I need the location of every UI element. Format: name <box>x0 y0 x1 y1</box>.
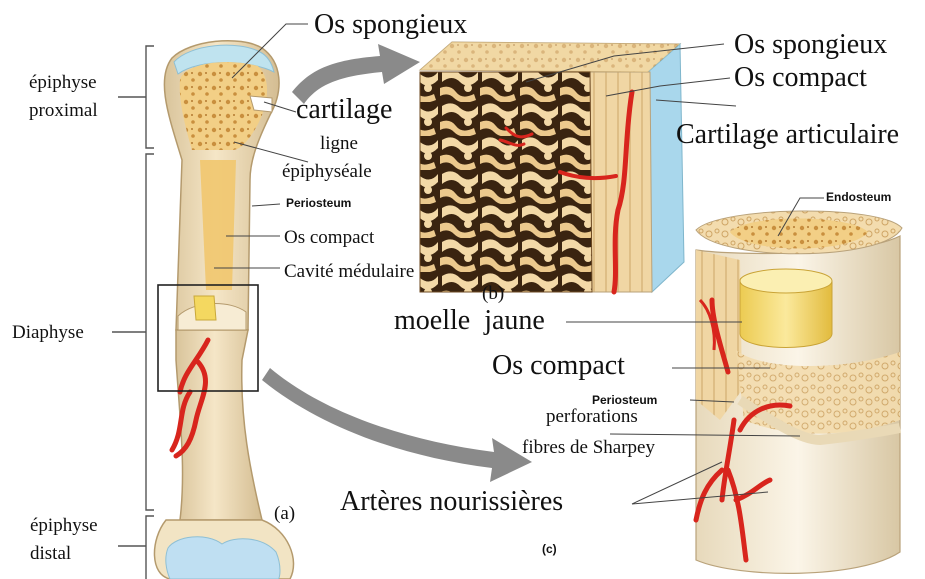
left-brackets <box>112 46 154 579</box>
endosteum-label: Endosteum <box>826 191 891 203</box>
os-spongieux-label-b: Os spongieux <box>734 31 887 59</box>
ligne-epiphyseale-label-line1: ligne <box>320 134 358 153</box>
epiphyse-distal-label-line1: épiphyse <box>30 516 98 535</box>
epiphyse-proximal-label-line2: proximal <box>29 101 98 120</box>
epiphyse-distal-label-line2: distal <box>30 544 71 563</box>
diaphyse-label: Diaphyse <box>12 323 84 342</box>
cartilage-articulaire-label: Cartilage articulaire <box>676 121 899 149</box>
panel-b-label: (b) <box>482 284 504 303</box>
long-bone-a <box>154 41 293 579</box>
panel-a-label: (a) <box>274 504 295 523</box>
os-compact-label-b: Os compact <box>734 64 867 92</box>
os-spongieux-label-a: Os spongieux <box>314 11 467 39</box>
periosteum-label-a: Periosteum <box>286 197 351 209</box>
bone-cylinder-c <box>696 211 902 573</box>
fibres-sharpey-label: fibres de Sharpey <box>522 438 655 457</box>
perforations-label: perforations <box>546 407 638 426</box>
os-compact-label-a: Os compact <box>284 228 374 247</box>
periosteum-label-c: Periosteum <box>592 394 657 406</box>
panel-c-label: (c) <box>542 543 557 555</box>
os-compact-label-c: Os compact <box>492 352 625 380</box>
epiphyse-proximal-label-line1: épiphyse <box>29 73 97 92</box>
cavite-medulaire-label: Cavité médulaire <box>284 262 414 281</box>
bone-block-b <box>420 42 684 292</box>
ligne-epiphyseale-label-line2: épiphyséale <box>282 162 372 181</box>
cartilage-label: cartilage <box>296 96 392 124</box>
arteres-nourissieres-label: Artères nourissières <box>340 488 563 516</box>
moelle-jaune-label: moelle jaune <box>394 307 545 335</box>
